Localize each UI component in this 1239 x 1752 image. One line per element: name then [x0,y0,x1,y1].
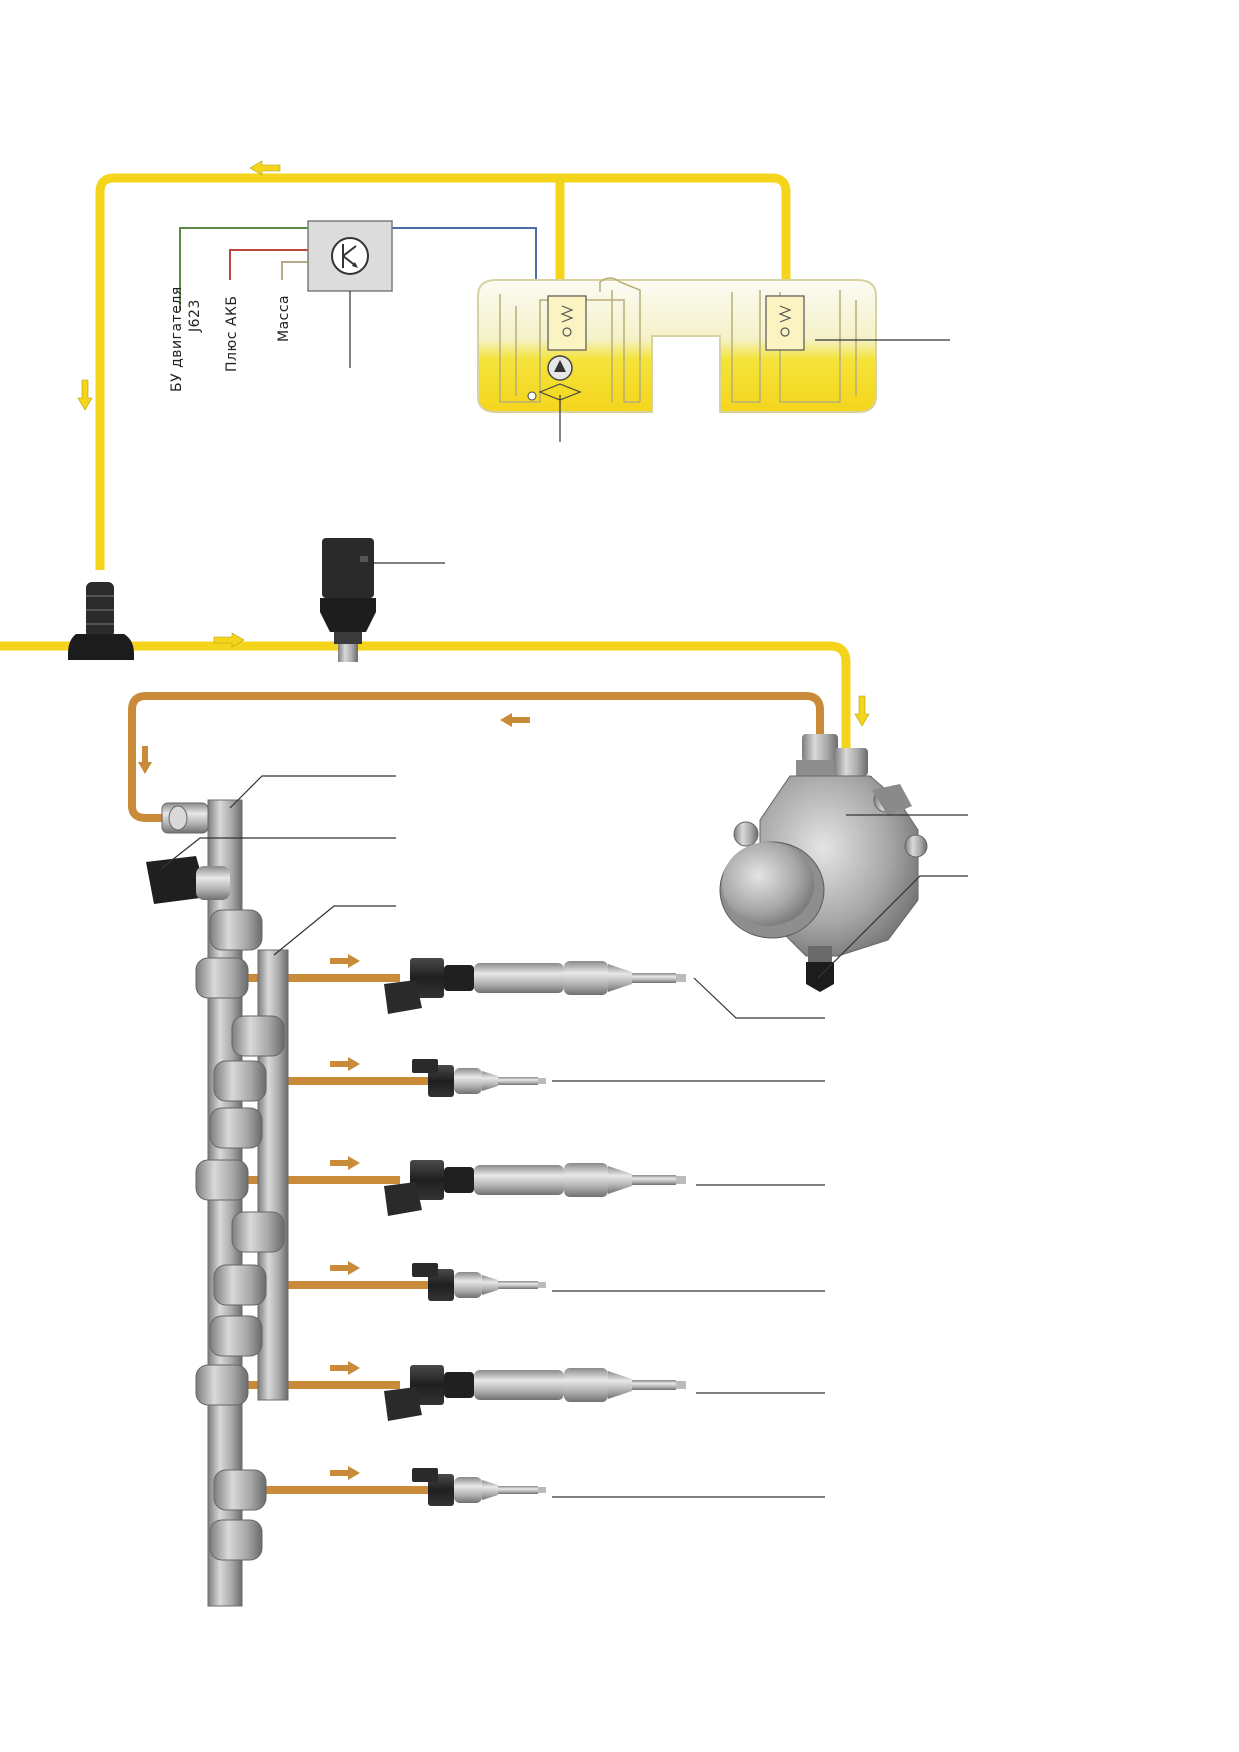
injector-5 [384,1365,686,1421]
ecu-label-line2: J623 [187,299,203,333]
injectors [384,958,686,1506]
rail-leader-line [273,905,396,956]
rail-sensor-leader-line [161,837,396,869]
low-pressure-fuel-lines [0,173,851,760]
injector-3 [384,1160,686,1216]
ground-label: Масса [276,295,292,342]
flow-arrow-icon [854,695,870,727]
injector-1 [384,958,686,1014]
wire-labels: БУ двигателя J623 Плюс АКБ Масса [169,286,292,392]
fuel-filter-connector [68,582,134,660]
high-pressure-pump [719,734,928,992]
flow-arrow-icon [77,379,93,411]
injector-6 [412,1468,546,1506]
battery-plus-label: Плюс АКБ [224,295,240,372]
low-pressure-sensor [320,538,376,662]
flow-arrow-icon [330,954,360,1480]
flow-arrow-icons [77,160,870,1480]
pump-control-module [307,220,393,292]
injector-4 [412,1263,546,1301]
injector-leader-lines [552,977,825,1498]
flow-arrow-icon [138,746,152,774]
fuel-tank [477,277,877,413]
transistor-circle-icon [331,237,369,275]
flow-arrow-icon [500,713,530,727]
in-tank-pump [527,355,582,401]
ecu-label-line1: БУ двигателя [169,286,185,392]
rail-inlet-leader-line [229,775,396,809]
injector-2 [412,1059,546,1097]
flow-arrow-icon [249,160,281,176]
flow-arrow-icon [213,632,245,648]
pump-sensor-leader-line [817,875,968,979]
